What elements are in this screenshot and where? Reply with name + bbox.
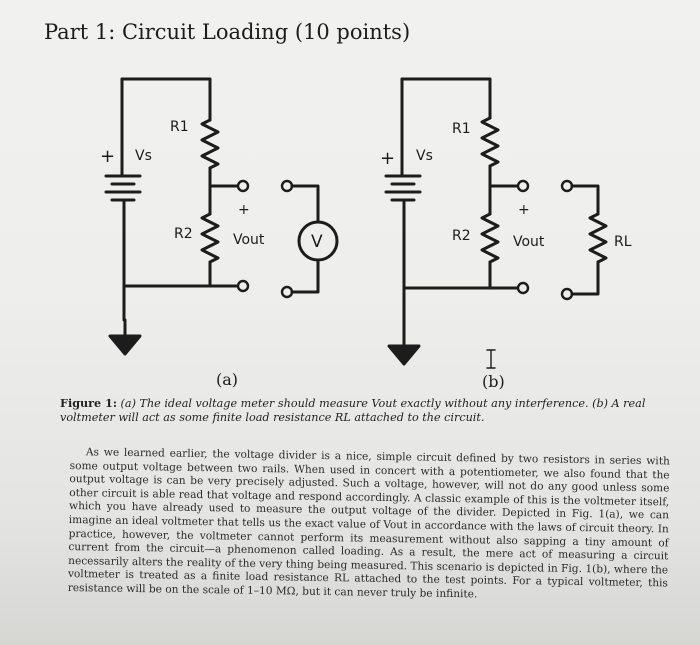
r1-label-a: R1 [170,119,189,135]
terminal-a-minus [236,279,250,293]
sublabel-a: (a) [216,370,238,389]
r2-label-b: R2 [452,228,471,244]
sublabel-b: (b) [482,372,505,391]
resistor-r1-b [480,116,500,168]
circuit-b [384,77,608,366]
text-cursor-icon [486,349,496,369]
wire-b-bottom [488,260,519,290]
wire-a-bottom [208,260,239,288]
wire-meter-top [290,184,320,224]
out-plus-b: + [518,202,530,218]
wire-a-top [120,77,212,122]
r2-label-a: R2 [174,226,193,242]
terminal-b-minus [516,281,530,295]
out-plus-a: + [238,202,250,218]
ground-a [108,334,142,356]
section-heading: Part 1: Circuit Loading (10 points) [44,20,411,44]
ground-b [387,344,421,366]
source-label-b: Vs [416,148,433,164]
terminal-a-plus [236,179,250,193]
terminal-b-load-bottom [560,287,574,301]
wire-load-bottom [570,260,600,296]
body-paragraph: As we learned earlier, the voltage divid… [67,446,670,601]
plus-sign-b: + [380,148,395,169]
plus-sign-a: + [100,146,115,167]
figure-caption: Figure 1: (a) The ideal voltage meter sh… [60,396,680,425]
caption-label: Figure 1: [60,396,117,410]
wire-meter-bottom [290,258,320,294]
vout-label-b: Vout [513,234,545,250]
resistor-r1-a [200,118,220,170]
caption-text: (a) The ideal voltage meter should measu… [60,397,646,424]
rl-label: RL [614,234,632,250]
meter-symbol: V [311,232,323,252]
circuit-figure: + Vs R1 R2 + Vout V (a) + Vs R1 R2 + Vou… [100,77,632,391]
resistor-r2-b [480,212,500,264]
terminal-a-meter-bottom [280,285,294,299]
r1-label-b: R1 [452,121,471,137]
wire-load-top [570,184,600,216]
terminal-b-plus [516,179,530,193]
source-label-a: Vs [135,148,152,164]
resistor-r2-a [200,212,220,264]
resistor-rl [588,212,608,264]
battery-a [104,174,142,202]
wire-b-top [400,77,492,120]
wire-b-mid [488,164,519,188]
wire-a-mid [208,166,239,188]
circuit-a [104,77,339,356]
vout-label-a: Vout [233,232,265,248]
battery-b [384,174,422,202]
